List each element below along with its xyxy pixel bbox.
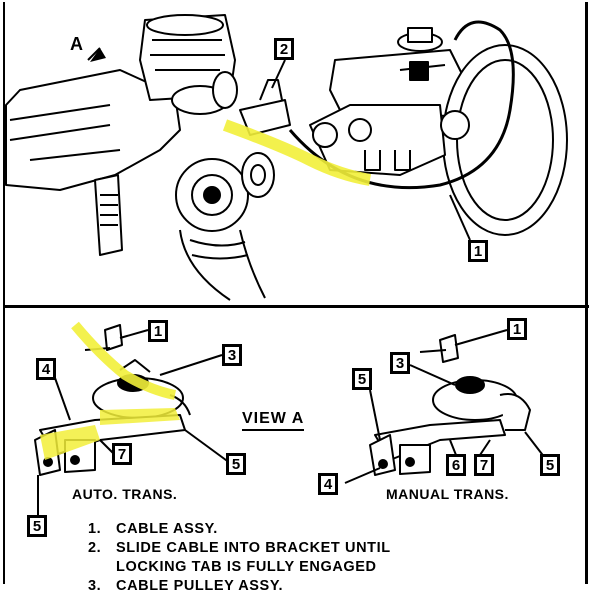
callout-auto-5a: 5 <box>226 453 246 475</box>
legend-note-text: LOCKING TAB IS FULLY ENGAGED <box>116 559 377 575</box>
view-a-marker: A <box>70 34 83 54</box>
diagram-frame <box>3 2 588 584</box>
callout-auto-1: 1 <box>148 320 168 342</box>
cable-highlight-top <box>222 119 372 186</box>
legend-note-number: 1. <box>88 521 102 537</box>
callout-manual-3: 3 <box>390 352 410 374</box>
view-a-label: VIEW A <box>242 410 305 431</box>
legend-note: 1. CABLE ASSY. <box>88 520 391 539</box>
legend-note-number <box>88 558 116 577</box>
callout-manual-5b: 5 <box>540 454 560 476</box>
section-divider <box>3 305 589 308</box>
callout-manual-7: 7 <box>474 454 494 476</box>
callout-manual-6: 6 <box>446 454 466 476</box>
legend-note: LOCKING TAB IS FULLY ENGAGED <box>88 558 391 577</box>
manual-trans-illustration <box>369 334 531 476</box>
callout-top-2: 2 <box>274 38 294 60</box>
auto-leader-lines <box>37 329 231 518</box>
legend-note: 2. SLIDE CABLE INTO BRACKET UNTIL <box>88 539 391 558</box>
caption-auto-trans: AUTO. TRANS. <box>72 486 178 502</box>
legend-note-number: 2. <box>88 540 102 556</box>
caption-manual-trans: MANUAL TRANS. <box>386 486 509 502</box>
callout-manual-5a: 5 <box>352 368 372 390</box>
callout-auto-4: 4 <box>36 358 56 380</box>
callout-top-1: 1 <box>468 240 488 262</box>
top-leader-lines <box>87 47 471 241</box>
manual-leader-lines <box>344 329 546 484</box>
cable-highlight-auto <box>71 321 177 400</box>
callout-auto-7: 7 <box>112 443 132 465</box>
engine-illustration <box>5 14 568 301</box>
legend-note-text: SLIDE CABLE INTO BRACKET UNTIL <box>116 540 391 556</box>
view-a-arrow-icon <box>90 48 106 62</box>
bracket-highlight-auto <box>40 408 180 460</box>
legend-note-text: CABLE ASSY. <box>116 521 218 537</box>
callout-manual-4: 4 <box>318 473 338 495</box>
callout-auto-3: 3 <box>222 344 242 366</box>
callout-manual-1: 1 <box>507 318 527 340</box>
legend-notes: 1. CABLE ASSY. 2. SLIDE CABLE INTO BRACK… <box>88 520 391 596</box>
callout-auto-5b: 5 <box>27 515 47 537</box>
